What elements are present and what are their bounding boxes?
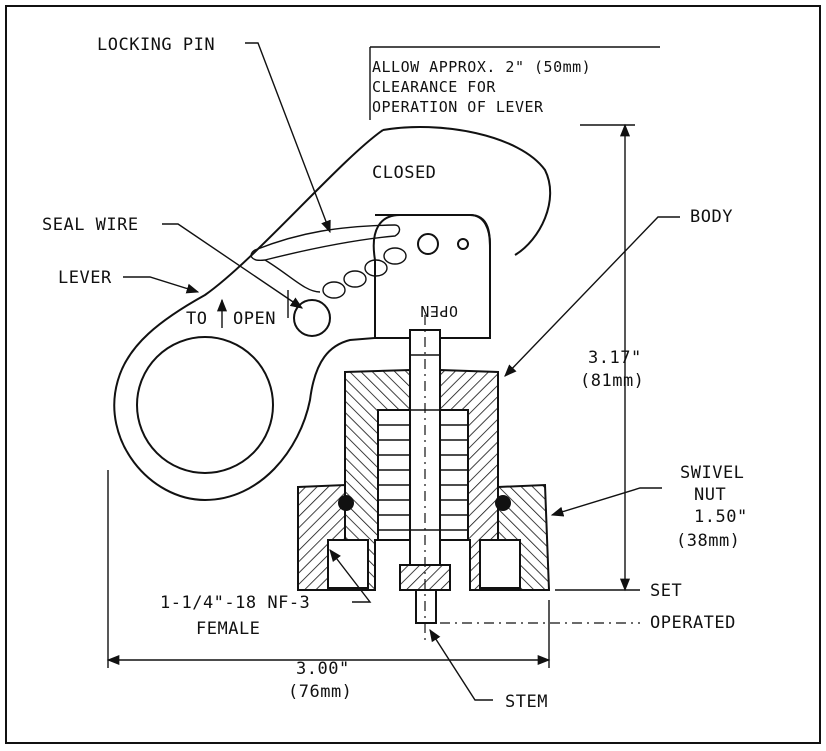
label-swivel-2: NUT [694, 485, 726, 505]
label-operated: OPERATED [650, 613, 736, 633]
label-swivel-1: SWIVEL [680, 463, 744, 483]
label-closed: CLOSED [372, 163, 436, 183]
drawing-border [5, 5, 821, 744]
label-seal-wire: SEAL WIRE [42, 215, 139, 235]
label-clearance-2: CLEARANCE FOR [372, 78, 496, 96]
label-height-mm: (81mm) [580, 371, 644, 391]
locking-pin-assembly [250, 224, 469, 337]
label-open-arrow: OPEN [233, 309, 276, 329]
label-stem: STEM [505, 692, 548, 712]
leader-lines [123, 42, 680, 701]
label-swivel-mm: (38mm) [676, 531, 740, 551]
label-thread-2: FEMALE [196, 619, 260, 639]
dimension-lines [106, 46, 660, 668]
label-locking-pin: LOCKING PIN [97, 35, 215, 55]
lever-handle-hole [136, 336, 274, 474]
label-open-stamp: OPEN [420, 302, 458, 320]
label-lever: LEVER [58, 268, 112, 288]
lever-shape [113, 125, 552, 502]
body-plate [375, 214, 491, 339]
label-clearance-1: ALLOW APPROX. 2" (50mm) [372, 58, 591, 76]
seal-knob [293, 299, 331, 337]
label-thread-1: 1-1/4"-18 NF-3 [160, 593, 310, 613]
label-body: BODY [690, 207, 733, 227]
label-to: TO [186, 309, 207, 329]
label-height-in: 3.17" [588, 348, 642, 368]
label-width-in: 3.00" [296, 659, 350, 679]
label-width-mm: (76mm) [288, 682, 352, 702]
label-clearance-3: OPERATION OF LEVER [372, 98, 544, 116]
label-swivel-in: 1.50" [694, 507, 748, 527]
label-set: SET [650, 581, 682, 601]
